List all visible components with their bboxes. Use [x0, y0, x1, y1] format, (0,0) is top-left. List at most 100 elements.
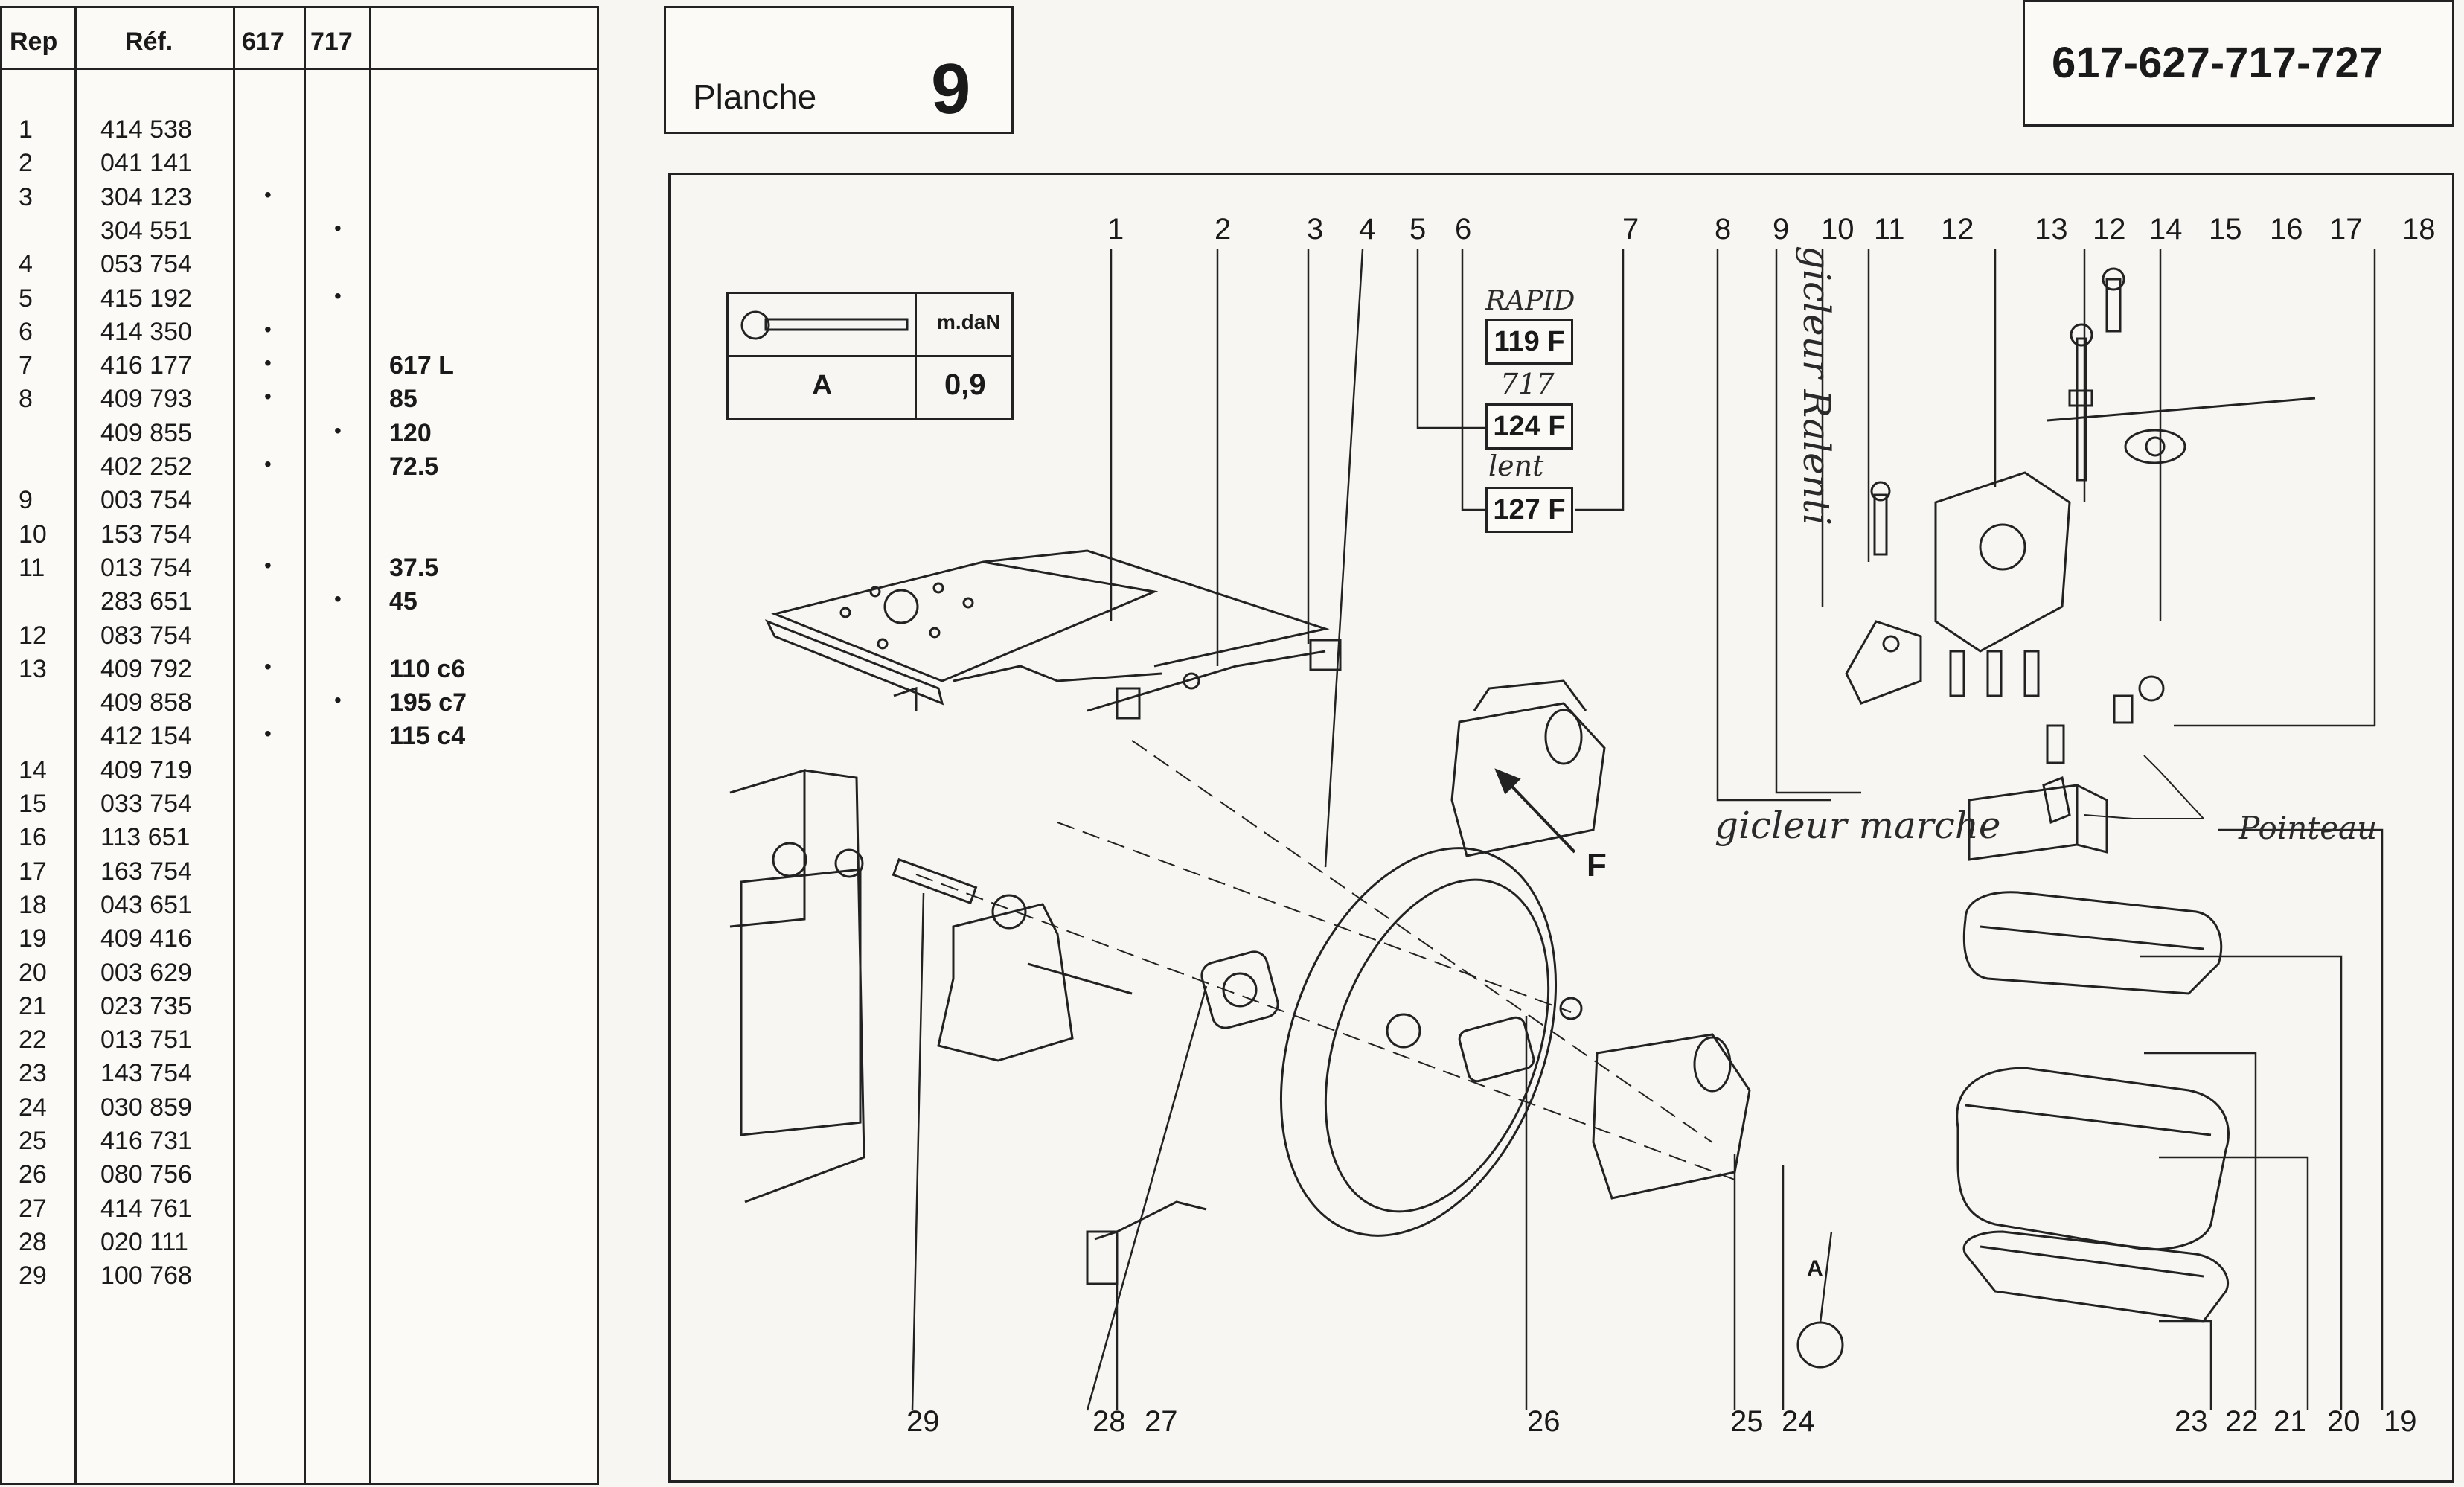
header-rep: Rep	[10, 28, 58, 56]
jet-124f: 124 F	[1485, 403, 1573, 450]
float-bowl-assembly	[1956, 891, 2230, 1323]
cell-rep: 3	[19, 182, 33, 211]
cell-m617: •	[264, 351, 272, 375]
leader-lines	[911, 249, 2384, 1411]
cell-ref: 041 141	[100, 149, 192, 178]
callout-bottom: 29	[906, 1405, 940, 1438]
handwritten-lent: lent	[1488, 450, 1544, 482]
cell-note: 72.5	[389, 453, 439, 481]
callout-top: 13	[2035, 213, 2068, 246]
cell-ref: 414 761	[100, 1194, 192, 1223]
cell-m617: •	[264, 385, 272, 409]
callout-bottom: 25	[1730, 1405, 1764, 1438]
carburettor-top-housing	[1934, 389, 2316, 697]
cell-rep: 16	[19, 823, 47, 852]
exploded-diagram	[668, 173, 2454, 1483]
callout-a: A	[1807, 1256, 1823, 1281]
handwritten-717: 717	[1500, 368, 1555, 400]
table-row: 283 651•45	[2, 587, 597, 621]
cell-ref: 412 154	[100, 722, 192, 751]
callout-top: 18	[2402, 213, 2436, 246]
cell-ref: 304 551	[100, 216, 192, 245]
cell-ref: 402 252	[100, 453, 192, 481]
callout-top: 3	[1307, 213, 1324, 246]
carburettor-top	[1450, 679, 1606, 857]
cell-ref: 414 350	[100, 317, 192, 346]
cell-ref: 414 538	[100, 115, 192, 144]
cell-rep: 5	[19, 284, 33, 313]
table-row: 304 551 •	[2, 217, 597, 250]
cell-ref: 113 651	[100, 823, 191, 852]
diagram-drawing	[729, 249, 2384, 1411]
throttle-link	[1087, 639, 1342, 720]
cell-note: 110 c6	[389, 654, 466, 683]
handwritten-rapid: RAPID	[1485, 286, 1575, 316]
cell-rep: 28	[19, 1227, 47, 1256]
table-row: 409 855•120	[2, 419, 597, 453]
callout-top: 9	[1773, 213, 1790, 246]
callout-bottom: 19	[2384, 1405, 2417, 1438]
cell-ref: 283 651	[100, 587, 192, 616]
cell-m617: •	[264, 654, 272, 678]
cell-rep: 2	[19, 149, 33, 178]
callout-top: 8	[1715, 213, 1732, 246]
cell-m717: •	[334, 216, 342, 240]
cell-ref: 416 731	[100, 1127, 192, 1155]
callout-f: F	[1587, 847, 1607, 883]
cell-ref: 415 192	[100, 284, 192, 313]
cell-ref: 409 858	[100, 688, 192, 717]
callout-top: 12	[1941, 213, 1974, 246]
jet-119f: 119 F	[1485, 319, 1573, 365]
table-header-divider	[2, 68, 597, 70]
callout-top: 4	[1359, 213, 1376, 246]
callout-bottom: 20	[2327, 1405, 2361, 1438]
cell-ref: 100 768	[100, 1261, 192, 1291]
header-ref: Réf.	[125, 28, 173, 56]
torque-value: 0,9	[944, 368, 986, 401]
cell-note: 115 c4	[389, 722, 466, 751]
cell-m617: •	[264, 182, 272, 206]
cell-ref: 409 416	[100, 924, 192, 953]
cell-rep: 15	[19, 790, 47, 818]
header-617: 617	[242, 28, 284, 56]
cell-m617: •	[264, 722, 272, 746]
cell-ref: 023 735	[100, 991, 192, 1020]
cell-rep: 17	[19, 857, 47, 886]
cell-rep: 12	[19, 621, 47, 650]
cell-ref: 080 756	[100, 1160, 192, 1189]
callout-bottom: 22	[2225, 1405, 2259, 1438]
cell-note: 120	[389, 418, 432, 447]
wrench-icon	[740, 310, 909, 340]
cell-note: 195 c7	[389, 688, 467, 717]
table-row: 402 252•72.5	[2, 453, 597, 486]
cell-m717: •	[334, 688, 342, 712]
cell-m617: •	[264, 553, 272, 577]
model-numbers: 617-627-717-727	[2052, 39, 2384, 87]
cell-ref: 030 859	[100, 1093, 192, 1122]
cell-ref: 053 754	[100, 250, 192, 279]
table-row: 409 858 • 195 c7	[2, 688, 597, 722]
cell-note: 85	[389, 385, 417, 414]
cell-m717: •	[334, 418, 342, 442]
cell-rep: 14	[19, 755, 47, 784]
callout-top: 14	[2149, 213, 2183, 246]
